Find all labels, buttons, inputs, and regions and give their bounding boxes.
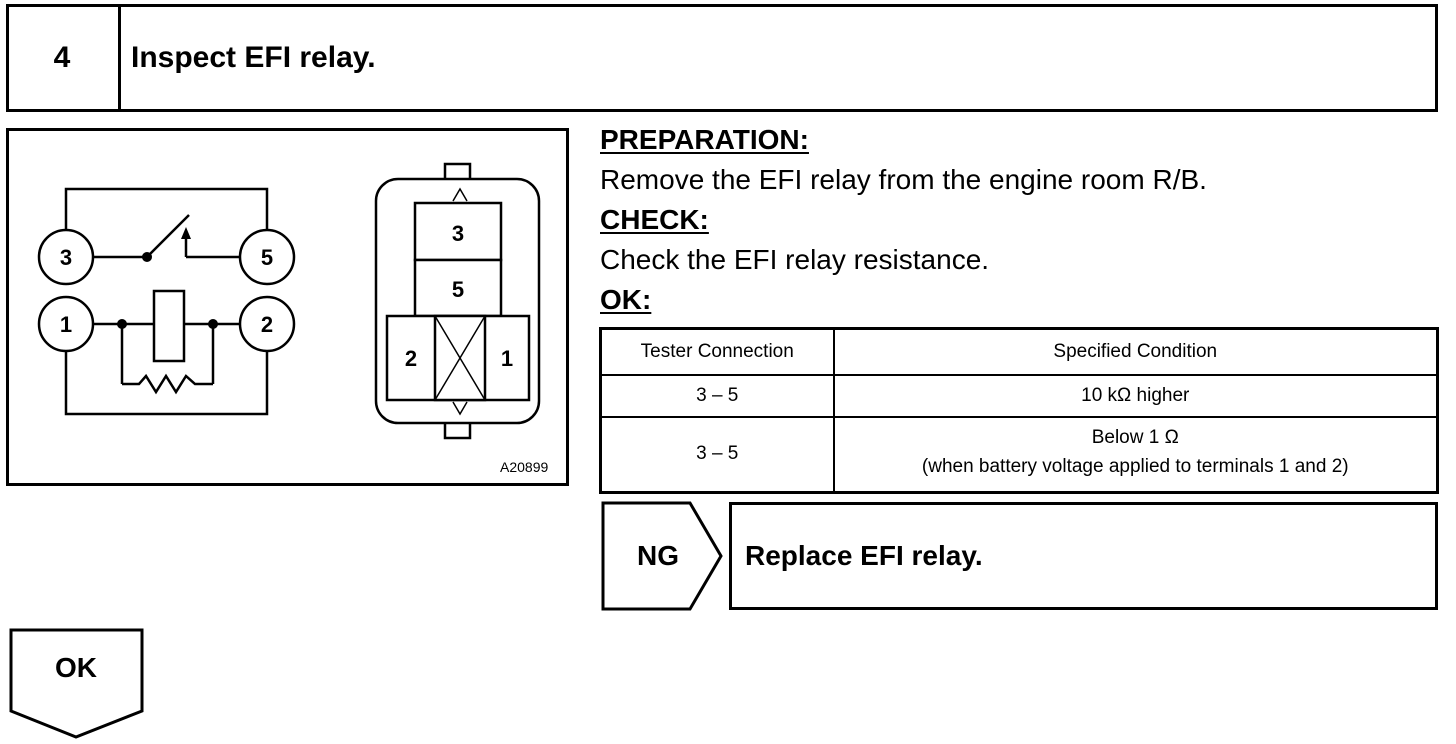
- relay-diagram: 3 5 1 2 3: [6, 128, 569, 486]
- relay-arrow-icon: [452, 187, 468, 416]
- relay-terminal-label: 3: [452, 221, 464, 246]
- svg-text:2: 2: [261, 312, 273, 337]
- relay-terminal-label: 5: [452, 277, 464, 302]
- schematic-terminal: 1: [37, 295, 95, 353]
- condition-note: (when battery voltage applied to termina…: [921, 456, 1349, 478]
- schematic-terminal: 2: [238, 295, 296, 353]
- table-cell: 10 kΩ higher: [832, 373, 1439, 418]
- ng-label: NG: [637, 540, 679, 571]
- preparation-text: Remove the EFI relay from the engine roo…: [600, 164, 1207, 195]
- check-heading: CHECK:: [600, 204, 709, 235]
- schematic-terminal: 3: [37, 228, 95, 286]
- step-number: 4: [6, 4, 121, 112]
- step-header: [6, 4, 1438, 112]
- arrow-icon: [181, 227, 191, 239]
- table-header-row: Tester Connection Specified Condition: [599, 327, 1439, 376]
- spec-table: Tester Connection Specified Condition 3 …: [599, 327, 1439, 494]
- ng-action-text: Replace EFI relay.: [745, 540, 983, 571]
- table-header-cell: Specified Condition: [832, 327, 1439, 376]
- coil-icon: [152, 289, 186, 363]
- ok-arrow-icon: [9, 628, 144, 739]
- ok-heading: OK:: [600, 284, 652, 315]
- svg-text:1: 1: [60, 312, 72, 337]
- table-row: 3 – 5 10 kΩ higher: [599, 373, 1439, 418]
- svg-text:5: 5: [261, 245, 273, 270]
- step-title: Inspect EFI relay.: [131, 41, 376, 74]
- check-text: Check the EFI relay resistance.: [600, 244, 990, 275]
- relay-terminal-label: 1: [501, 346, 513, 371]
- table-header-cell: Tester Connection: [599, 327, 835, 376]
- table-cell: Below 1 Ω (when battery voltage applied …: [832, 415, 1439, 494]
- table-row: 3 – 5 Below 1 Ω (when battery voltage ap…: [599, 415, 1439, 494]
- preparation-heading: PREPARATION:: [600, 124, 809, 155]
- relay-terminal-label: 2: [405, 346, 417, 371]
- figure-code: A20899: [500, 459, 549, 475]
- ok-label: OK: [55, 652, 97, 683]
- relay-cross-icon: [434, 315, 486, 401]
- ng-arrow-icon: [601, 501, 723, 611]
- ng-action-box: [729, 502, 1438, 610]
- table-cell: 3 – 5: [599, 415, 835, 494]
- relay-diagram-svg: 3 5 1 2 3: [37, 162, 541, 440]
- condition-main: Below 1 Ω: [1091, 427, 1179, 449]
- svg-text:3: 3: [60, 245, 72, 270]
- table-cell: 3 – 5: [599, 373, 835, 418]
- schematic-terminal: 5: [238, 228, 296, 286]
